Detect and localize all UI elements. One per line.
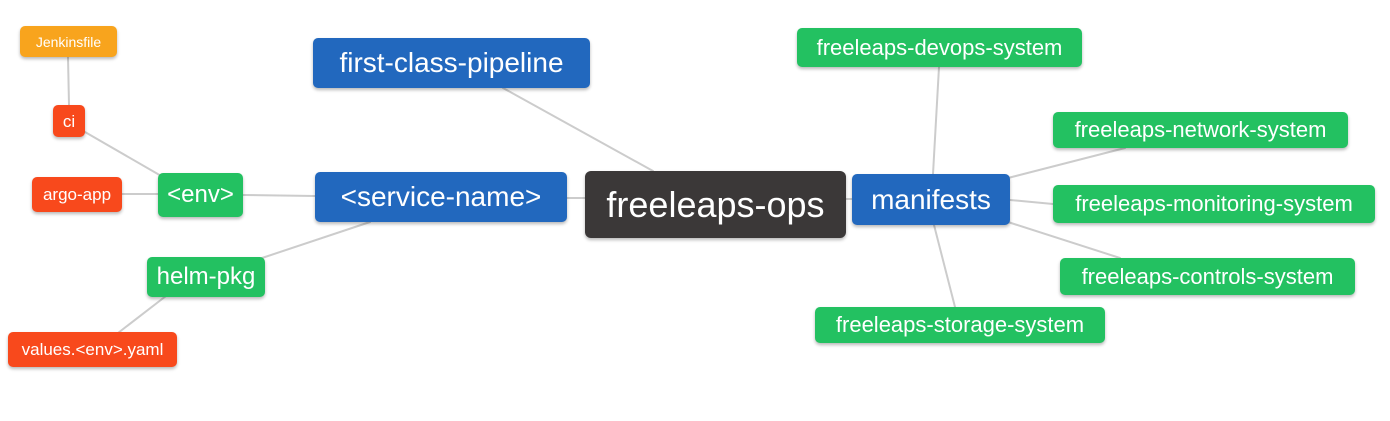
edge-jenkinsfile-ci: [67, 56, 70, 106]
node-manifests[interactable]: manifests: [852, 174, 1010, 225]
edge-helm-pkg-service-name: [261, 221, 371, 259]
node-freeleaps-ops-root[interactable]: freeleaps-ops: [585, 171, 846, 238]
edge-env-service-name: [242, 194, 316, 197]
node-helm-pkg[interactable]: helm-pkg: [147, 257, 265, 297]
edge-fcp-ops: [502, 87, 654, 172]
edge-manifests-monitoring: [1009, 199, 1054, 205]
node-first-class-pipeline[interactable]: first-class-pipeline: [313, 38, 590, 88]
node-freeleaps-devops-system[interactable]: freeleaps-devops-system: [797, 28, 1082, 67]
edge-values-helm-pkg: [117, 295, 167, 334]
node-argo-app[interactable]: argo-app: [32, 177, 122, 212]
node-freeleaps-network-system[interactable]: freeleaps-network-system: [1053, 112, 1348, 148]
edge-manifests-network: [1007, 147, 1126, 179]
node-env[interactable]: <env>: [158, 173, 243, 217]
node-freeleaps-storage-system[interactable]: freeleaps-storage-system: [815, 307, 1105, 343]
edge-manifests-storage: [933, 224, 956, 308]
node-ci[interactable]: ci: [53, 105, 85, 137]
node-values-env-yaml[interactable]: values.<env>.yaml: [8, 332, 177, 367]
node-freeleaps-monitoring-system[interactable]: freeleaps-monitoring-system: [1053, 185, 1375, 223]
node-service-name[interactable]: <service-name>: [315, 172, 567, 222]
edge-ci-env: [84, 131, 164, 178]
node-jenkinsfile[interactable]: Jenkinsfile: [20, 26, 117, 57]
edge-manifests-controls: [1007, 221, 1121, 259]
node-freeleaps-controls-system[interactable]: freeleaps-controls-system: [1060, 258, 1355, 295]
edge-manifests-devops: [932, 66, 940, 175]
